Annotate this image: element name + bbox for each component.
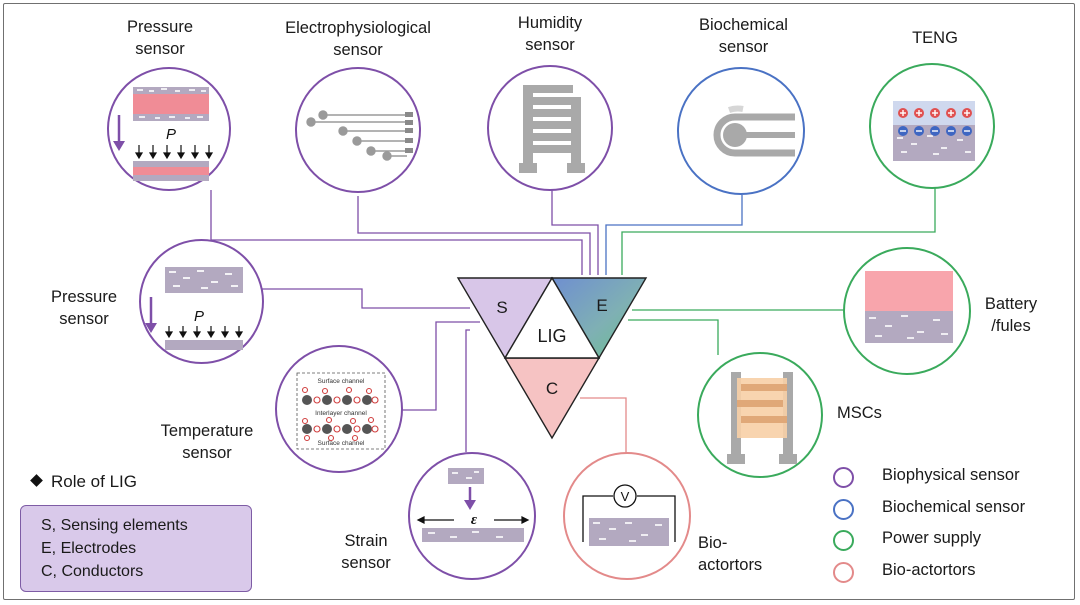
role-item-e: E, Electrodes xyxy=(41,540,137,557)
svg-text:Surface channel: Surface channel xyxy=(318,440,366,447)
strain-illustration: ε xyxy=(416,468,530,542)
battery-illustration xyxy=(865,271,953,343)
role-item-s: S, Sensing elements xyxy=(41,517,188,534)
teng-label: TENG xyxy=(912,29,958,47)
svg-text:ε: ε xyxy=(471,512,478,528)
strain-sensor-node: ε xyxy=(408,452,536,580)
diagram-frame xyxy=(3,3,1075,600)
mscs-node xyxy=(697,352,823,478)
teng-node xyxy=(869,63,995,189)
biochemical-sensor-node xyxy=(677,67,805,195)
triangle-s-label: S xyxy=(496,298,507,317)
triangle-c-label: C xyxy=(546,379,558,398)
svg-text:P: P xyxy=(194,308,204,325)
teng-illustration xyxy=(893,101,975,161)
pressure-sensor-top-node: P xyxy=(107,67,231,191)
role-of-lig-box: S, Sensing elements E, Electrodes C, Con… xyxy=(20,505,252,592)
role-item-c: C, Conductors xyxy=(41,563,144,580)
diamond-icon xyxy=(30,474,43,487)
triangle-lig-label: LIG xyxy=(537,326,566,346)
bioactortors-illustration: V xyxy=(582,484,676,546)
legend-ring-icon xyxy=(833,530,854,551)
battery-node xyxy=(843,247,971,375)
role-of-lig-heading: Role of LIG xyxy=(30,472,137,492)
electrophysiological-illustration xyxy=(306,110,413,161)
electrophysiological-sensor-node xyxy=(295,67,421,193)
bioactortors-node: V xyxy=(563,452,691,580)
pressure-sensor-left-illustration: P xyxy=(145,267,244,350)
triangle-e-label: E xyxy=(596,296,607,315)
mscs-label: MSCs xyxy=(837,404,882,422)
svg-text:P: P xyxy=(166,126,176,143)
battery-label: Battery/fules xyxy=(984,295,1038,335)
biochemical-illustration xyxy=(713,105,795,157)
humidity-illustration xyxy=(519,85,585,173)
legend-ring-icon xyxy=(833,467,854,488)
temperature-sensor-node: Surface channel Interlayer channel Surfa… xyxy=(275,345,403,473)
humidity-sensor-node xyxy=(487,65,613,191)
svg-text:Interlayer channel: Interlayer channel xyxy=(315,410,367,417)
legend-ring-icon xyxy=(833,561,854,583)
legend-ring-icon xyxy=(833,498,854,520)
temperature-illustration: Surface channel Interlayer channel Surfa… xyxy=(296,372,386,450)
triangle-c-region xyxy=(503,357,601,440)
mscs-illustration xyxy=(727,372,797,464)
svg-text:Surface channel: Surface channel xyxy=(318,378,366,385)
bioactortors-label: Bio-actortors xyxy=(698,534,763,574)
pressure-sensor-top-illustration: P xyxy=(113,87,214,181)
pressure-sensor-left-node: P xyxy=(139,239,264,364)
triangle-lig-region xyxy=(503,276,601,359)
lig-triangle: S E LIG C xyxy=(456,276,648,440)
svg-text:V: V xyxy=(621,489,630,504)
